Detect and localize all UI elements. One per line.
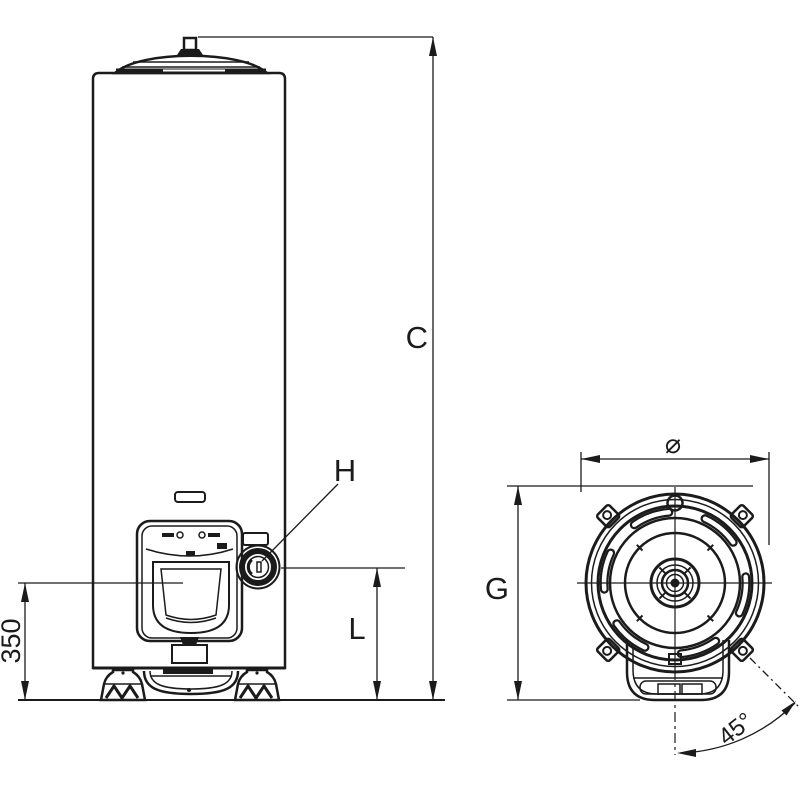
dimension-g: G	[485, 485, 753, 701]
center-lines	[577, 487, 772, 755]
cap-nipple	[182, 36, 198, 52]
mounting-lugs	[595, 503, 755, 663]
label-h: H	[334, 453, 356, 488]
dimension-350-label: 350	[0, 618, 26, 663]
vent-slot	[174, 491, 206, 503]
indicator-icon	[208, 533, 220, 537]
angle-45-label: 45°	[713, 707, 758, 751]
dimension-g-label: G	[485, 571, 509, 606]
dimension-c-label: C	[406, 320, 428, 355]
bottom-cover	[625, 640, 731, 702]
label-h-leader: H	[261, 453, 356, 562]
panel-window	[152, 561, 230, 635]
bottom-view	[577, 487, 772, 755]
bottom-cap	[142, 669, 240, 696]
indicator-icon	[162, 533, 174, 537]
dimension-diameter: ⌀	[580, 429, 770, 545]
rating-label	[242, 532, 269, 546]
angle-45-annotation: 45°	[677, 657, 800, 757]
dimension-l: L	[281, 567, 405, 700]
dimension-l-label: L	[348, 611, 365, 646]
indicator-icon	[176, 531, 184, 539]
control-panel	[135, 519, 244, 643]
diameter-symbol: ⌀	[665, 429, 681, 459]
foot-left	[99, 668, 147, 702]
dimension-350: 350	[0, 582, 183, 700]
indicator-icon	[198, 531, 206, 539]
tank-body	[91, 71, 287, 670]
flange-slots	[599, 507, 751, 659]
junction-box	[171, 644, 208, 664]
tick-marks	[636, 544, 714, 622]
foot-right	[233, 668, 281, 702]
front-view	[18, 36, 445, 702]
top-cap	[111, 36, 271, 75]
panel-display	[160, 568, 222, 621]
thermostat-knob	[235, 544, 281, 590]
dimension-c: C	[198, 36, 437, 700]
panel-connector	[180, 637, 199, 645]
